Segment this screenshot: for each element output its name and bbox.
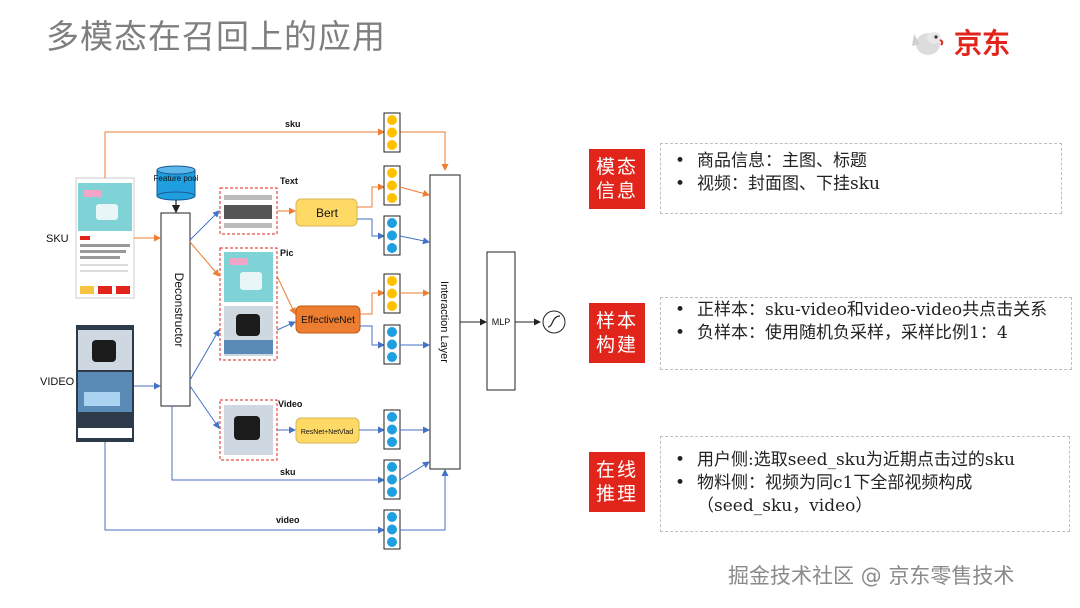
inference-item-1: 用户侧:选取seed_sku为近期点击过的sku bbox=[697, 450, 1015, 470]
embedding-node bbox=[387, 115, 397, 125]
embedding-node bbox=[387, 437, 397, 447]
embedding-node bbox=[387, 276, 397, 286]
edge-label-sku-bottom: sku bbox=[280, 467, 296, 477]
embedding-node bbox=[387, 218, 397, 228]
panel-inference: • 用户侧:选取seed_sku为近期点击过的sku • 物料侧：视频为同c1下全部… bbox=[660, 436, 1070, 532]
watermark: 掘金技术社区 @ 京东零售技术 bbox=[728, 564, 1015, 588]
embedding-node bbox=[387, 301, 397, 311]
bullet-icon: • bbox=[675, 151, 686, 171]
embedding-node bbox=[387, 327, 397, 337]
stack-text-bert-blue bbox=[383, 215, 401, 256]
inference-item-2-continuation: （seed_sku，video） bbox=[697, 496, 873, 516]
feature-pool: Feature pool bbox=[154, 165, 199, 201]
stack-sku-bottom bbox=[383, 459, 401, 500]
resnet-label: ResNet+NetVlad bbox=[301, 429, 353, 436]
embedding-node bbox=[387, 230, 397, 241]
sku-input-label: SKU bbox=[46, 233, 69, 245]
panel-tag-inference: 在线推理 bbox=[589, 452, 645, 512]
sku-screenshot bbox=[75, 177, 135, 299]
mlp-box bbox=[486, 251, 516, 391]
interaction-layer-box bbox=[429, 174, 461, 470]
sampling-item-1: 正样本：sku-video和video-video共点击关系 bbox=[697, 300, 1048, 320]
effectivenet-encoder bbox=[295, 305, 361, 334]
bert-encoder bbox=[295, 198, 358, 227]
panel-sampling: • 正样本：sku-video和video-video共点击关系 • 负样本：使用随… bbox=[660, 297, 1072, 370]
bullet-icon: • bbox=[675, 323, 686, 343]
mlp-label: MLP bbox=[492, 317, 511, 327]
branch-label-pic: Pic bbox=[280, 248, 294, 258]
embedding-node bbox=[387, 140, 397, 150]
panel-modality: • 商品信息：主图、标题 • 视频：封面图、下挂sku bbox=[660, 143, 1062, 214]
bullet-icon: • bbox=[675, 473, 686, 493]
embedding-node bbox=[387, 487, 397, 497]
deconstructor-label: Deconstructor bbox=[172, 273, 186, 348]
video-screenshot bbox=[76, 325, 134, 442]
stack-text-bert bbox=[383, 165, 401, 206]
panel-tag-sampling: 样本构建 bbox=[589, 303, 645, 363]
modality-item-1: 商品信息：主图、标题 bbox=[697, 151, 867, 171]
embedding-node bbox=[387, 339, 397, 350]
embedding-node bbox=[387, 524, 397, 535]
deconstructor-box bbox=[160, 212, 191, 407]
embedding-node bbox=[387, 424, 397, 435]
embedding-node bbox=[387, 193, 397, 203]
panel-tag-inference-text: 在线推理 bbox=[595, 459, 638, 505]
jd-logo-text: 京东 bbox=[954, 27, 1011, 60]
bert-label: Bert bbox=[316, 206, 339, 220]
bullet-icon: • bbox=[675, 300, 686, 320]
embedding-node bbox=[387, 243, 397, 253]
panel-tag-modality: 模态信息 bbox=[589, 149, 645, 209]
branch-label-video: Video bbox=[278, 399, 303, 409]
inference-item-2: 物料侧：视频为同c1下全部视频构成 bbox=[697, 473, 973, 493]
stack-video-resnet bbox=[383, 409, 401, 450]
panel-tag-modality-text: 模态信息 bbox=[595, 156, 638, 202]
feature-pool-label: Feature pool bbox=[154, 174, 199, 183]
stack-sku-top bbox=[383, 112, 401, 153]
embedding-node bbox=[387, 180, 397, 191]
sampling-item-2: 负样本：使用随机负采样，采样比例1：4 bbox=[697, 323, 1008, 343]
embedding-node bbox=[387, 352, 397, 362]
embedding-node bbox=[387, 512, 397, 522]
video-input-label: VIDEO bbox=[40, 376, 75, 388]
pic-crop-box bbox=[219, 247, 278, 361]
interaction-layer-label: Interaction Layer bbox=[438, 281, 450, 363]
bullet-icon: • bbox=[675, 174, 686, 194]
jd-dog-icon bbox=[912, 32, 944, 55]
jd-logo: 京东 bbox=[906, 22, 1030, 62]
stack-pic-effectivenet-blue bbox=[383, 324, 401, 365]
effectivenet-label: EffectiveNet bbox=[301, 315, 355, 326]
embedding-node bbox=[387, 288, 397, 299]
stack-video-bottom bbox=[383, 509, 401, 550]
embedding-node bbox=[387, 462, 397, 472]
embedding-node bbox=[387, 168, 397, 178]
sigmoid-icon bbox=[542, 310, 566, 334]
embedding-node bbox=[387, 474, 397, 485]
embedding-stacks bbox=[383, 112, 401, 550]
embedding-node bbox=[387, 127, 397, 138]
bullet-icon: • bbox=[675, 450, 686, 470]
embedding-node bbox=[387, 537, 397, 547]
embedding-node bbox=[387, 412, 397, 422]
edge-label-sku-top: sku bbox=[285, 119, 301, 129]
branch-label-text: Text bbox=[280, 176, 298, 186]
panel-tag-sampling-text: 样本构建 bbox=[595, 310, 638, 356]
stack-pic-effectivenet bbox=[383, 273, 401, 314]
modality-item-2: 视频：封面图、下挂sku bbox=[697, 174, 880, 194]
edge-label-video-bottom: video bbox=[276, 515, 300, 525]
page-title: 多模态在召回上的应用 bbox=[46, 17, 386, 56]
